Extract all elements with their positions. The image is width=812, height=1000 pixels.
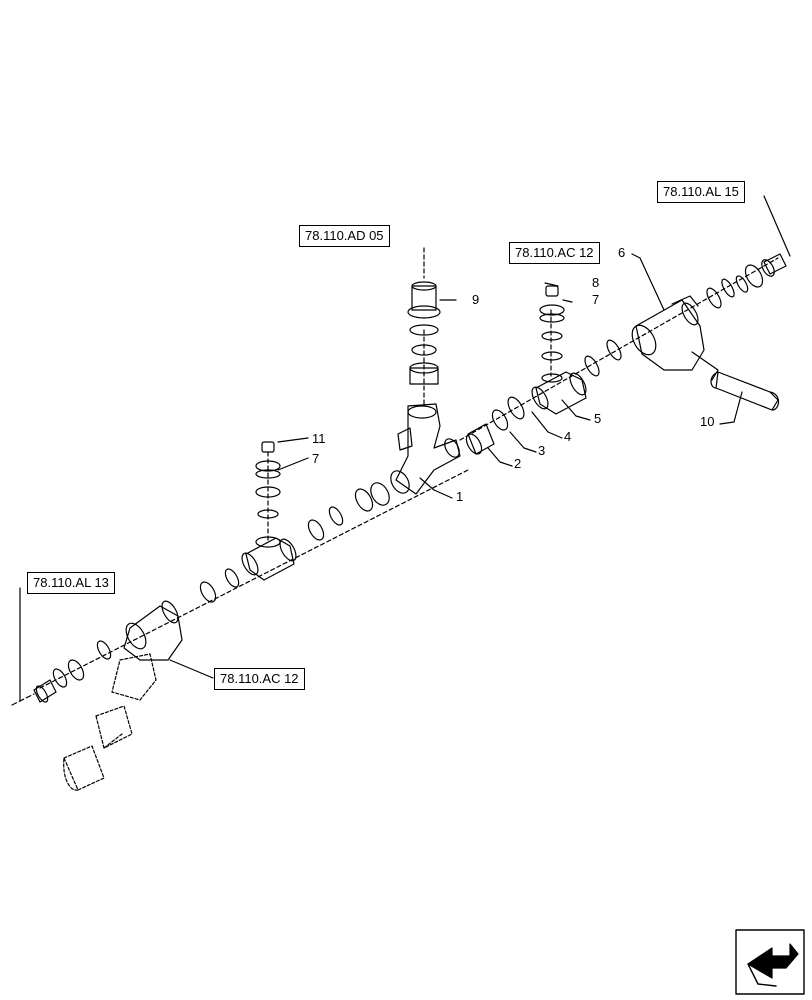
- reference-78-110-ac-12-bottom[interactable]: 78.110.AC 12: [214, 668, 305, 690]
- callout-5: 5: [594, 411, 602, 426]
- callout-11: 11: [312, 431, 326, 446]
- reference-78-110-al-13[interactable]: 78.110.AL 13: [27, 572, 115, 594]
- callout-7-left: 7: [312, 451, 320, 466]
- callout-10: 10: [700, 414, 715, 429]
- callout-4: 4: [564, 429, 572, 444]
- callout-2: 2: [514, 456, 522, 471]
- callout-leaders: [277, 253, 743, 499]
- reference-leaders: [11, 195, 791, 706]
- strainer-left: [63, 600, 183, 791]
- clamps-right: [706, 278, 735, 309]
- strainer-body-6: [631, 295, 719, 381]
- callout-1: 1: [456, 489, 464, 504]
- bowl-10: [710, 371, 780, 411]
- left-chain: [199, 482, 390, 603]
- elbow-tee-1: [390, 403, 461, 495]
- reference-78-110-ad-05[interactable]: 78.110.AD 05: [299, 225, 390, 247]
- callout-6: 6: [618, 245, 626, 260]
- plug-8-7: [539, 285, 565, 361]
- plug-11-7: [255, 441, 281, 548]
- callout-3: 3: [538, 443, 546, 458]
- clamps-mid-right: [584, 339, 622, 377]
- tee-5: [531, 371, 587, 415]
- rings-2-3-4: [465, 396, 525, 455]
- callout-7-top: 7: [592, 292, 600, 307]
- reference-78-110-al-15[interactable]: 78.110.AL 15: [657, 181, 745, 203]
- clamps-left: [33, 640, 112, 703]
- nipple-9: [407, 281, 441, 385]
- nipple-top-right: [735, 253, 787, 293]
- callout-9: 9: [472, 292, 480, 307]
- view-direction-arrow-icon: [735, 929, 805, 995]
- reference-78-110-ac-12-top[interactable]: 78.110.AC 12: [509, 242, 600, 264]
- callout-8: 8: [592, 275, 600, 290]
